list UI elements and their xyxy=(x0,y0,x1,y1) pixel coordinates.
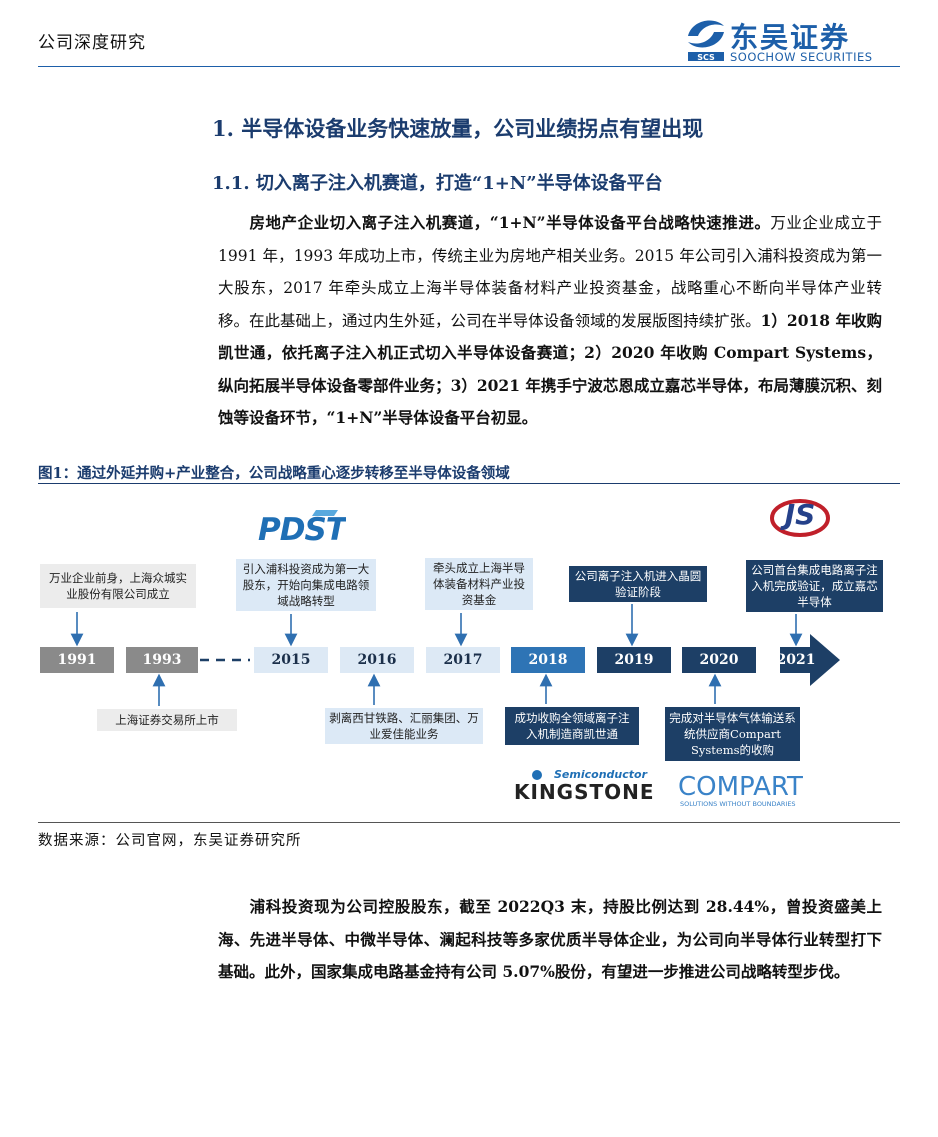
paragraph-tail: 1）2018 年收购凯世通，依托离子注入机正式切入半导体设备赛道；2）2020 … xyxy=(218,310,882,428)
kingstone-logo: Semiconductor KINGSTONE xyxy=(514,768,654,804)
event-2015: 引入浦科投资成为第一大股东，开始向集成电路领域战略转型 xyxy=(236,559,376,611)
event-1991: 万业企业前身，上海众城实业股份有限公司成立 xyxy=(40,564,196,608)
figure-source: 数据来源：公司官网，东吴证券研究所 xyxy=(38,833,302,849)
brand-mark-text: SCS xyxy=(697,53,715,62)
compart-logo: COMPART SOLUTIONS WITHOUT BOUNDARIES xyxy=(678,772,803,810)
event-2018: 成功收购全领域离子注入机制造商凯世通 xyxy=(505,707,639,745)
event-2021: 公司首台集成电路离子注入机完成验证，成立嘉芯半导体 xyxy=(746,560,883,612)
pdsti-swoosh-icon xyxy=(312,510,338,516)
js-ring-icon xyxy=(770,499,830,537)
pdsti-logo: PDSTI xyxy=(258,510,346,548)
year-2021: 2021 xyxy=(776,652,816,668)
figure-top-rule xyxy=(38,483,900,484)
timeline-arrow-head xyxy=(780,634,840,686)
subsection-heading: 1.1. 切入离子注入机赛道，打造“1+N”半导体设备平台 xyxy=(212,173,663,194)
brand-name-en: SOOCHOW SECURITIES xyxy=(730,50,873,64)
compart-tagline: SOLUTIONS WITHOUT BOUNDARIES xyxy=(680,800,796,808)
event-2017: 牵头成立上海半导体装备材料产业投资基金 xyxy=(425,558,533,610)
event-2019: 公司离子注入机进入晶圆验证阶段 xyxy=(569,566,707,602)
shareholder-text: 浦科投资现为公司控股股东，截至 2022Q3 末，持股比例达到 28.44%，曾… xyxy=(218,897,882,981)
event-2016: 剥离西甘铁路、汇丽集团、万业爱佳能业务 xyxy=(325,708,483,744)
year-1991: 1991 xyxy=(40,647,114,673)
kingstone-star-icon xyxy=(532,770,542,780)
report-type-label: 公司深度研究 xyxy=(38,33,146,53)
year-1993: 1993 xyxy=(126,647,198,673)
timeline-connectors xyxy=(70,604,840,706)
header-divider xyxy=(38,66,900,67)
pdsti-logo-text: PDSTI xyxy=(258,512,346,548)
year-2017: 2017 xyxy=(426,647,500,673)
js-logo-text: JS xyxy=(780,498,816,531)
compart-main-text: COMPART xyxy=(678,772,803,802)
year-2019: 2019 xyxy=(597,647,671,673)
scs-logo-icon: SCS xyxy=(688,20,724,62)
year-2015: 2015 xyxy=(254,647,328,673)
brand-name-cn: 东吴证券 xyxy=(730,21,851,54)
year-2020: 2020 xyxy=(682,647,756,673)
figure-title: 图1：通过外延并购+产业整合，公司战略重心逐步转移至半导体设备领域 xyxy=(38,465,510,482)
paragraph-lead: 房地产企业切入离子注入机赛道，“1+N”半导体设备平台战略快速推进。 xyxy=(249,213,771,232)
soochow-logo: SCS 东吴证券 SOOCHOW SECURITIES xyxy=(684,14,894,66)
event-1993: 上海证券交易所上市 xyxy=(97,709,237,731)
figure-bottom-rule xyxy=(38,822,900,823)
kingstone-main-text: KINGSTONE xyxy=(514,780,655,804)
event-2020: 完成对半导体气体输送系统供应商Compart Systems的收购 xyxy=(665,707,800,761)
year-2016: 2016 xyxy=(340,647,414,673)
kingstone-sub-text: Semiconductor xyxy=(554,768,647,781)
section-heading: 1. 半导体设备业务快速放量，公司业绩拐点有望出现 xyxy=(212,116,704,141)
year-2018: 2018 xyxy=(511,647,585,673)
js-logo: JS xyxy=(770,498,830,537)
shareholder-paragraph: 浦科投资现为公司控股股东，截至 2022Q3 末，持股比例达到 28.44%，曾… xyxy=(218,891,882,989)
intro-paragraph: 房地产企业切入离子注入机赛道，“1+N”半导体设备平台战略快速推进。万业企业成立… xyxy=(218,207,882,435)
paragraph-body: 万业企业成立于 1991 年，1993 年成功上市，传统主业为房地产相关业务。2… xyxy=(218,214,882,330)
